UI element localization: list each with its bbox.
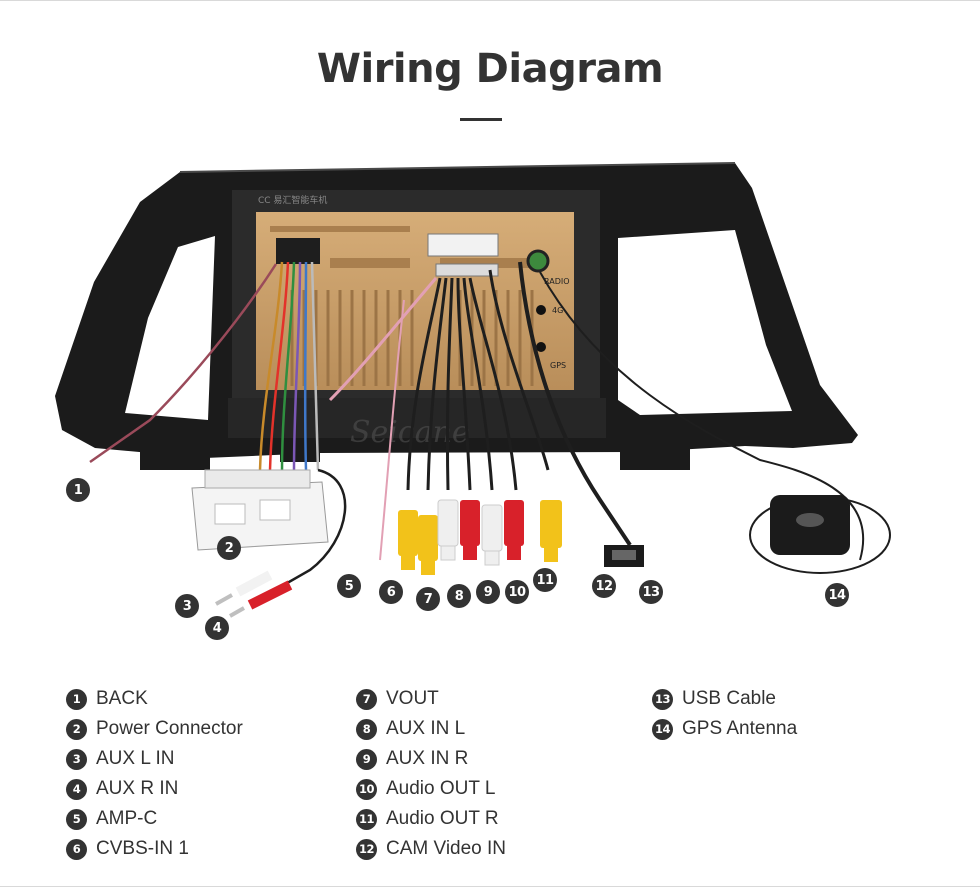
callout-9: 9 bbox=[476, 580, 500, 604]
legend-item: 1 BACK bbox=[66, 684, 243, 714]
gps-antenna bbox=[749, 495, 891, 574]
4g-port bbox=[536, 305, 546, 315]
legend-label: AUX L IN bbox=[96, 748, 175, 769]
rca-harness-wires bbox=[328, 261, 864, 561]
legend-item: 14 GPS Antenna bbox=[652, 714, 797, 744]
legend-item: 12 CAM Video IN bbox=[356, 834, 506, 864]
legend-number: 6 bbox=[66, 838, 87, 860]
port-label-radio: RADIO bbox=[544, 277, 570, 286]
callout-8: 8 bbox=[447, 584, 471, 608]
title-underline bbox=[460, 118, 502, 121]
legend-label: AMP-C bbox=[96, 808, 158, 829]
legend-item: 3 AUX L IN bbox=[66, 744, 243, 774]
legend-item: 2 Power Connector bbox=[66, 714, 243, 744]
legend-label: Power Connector bbox=[96, 718, 243, 739]
legend-label: Audio OUT R bbox=[386, 808, 499, 829]
callout-3: 3 bbox=[175, 594, 199, 618]
legend-label: BACK bbox=[96, 688, 148, 709]
legend-number: 14 bbox=[652, 718, 673, 740]
legend-number: 13 bbox=[652, 688, 673, 710]
legend-number: 11 bbox=[356, 808, 377, 830]
board-vents bbox=[270, 226, 530, 268]
legend-number: 1 bbox=[66, 688, 87, 710]
legend-item: 5 AMP-C bbox=[66, 804, 243, 834]
port-label-gps: GPS bbox=[550, 361, 566, 370]
legend-label: AUX IN R bbox=[386, 748, 469, 769]
legend-item: 4 AUX R IN bbox=[66, 774, 243, 804]
legend-number: 5 bbox=[66, 808, 87, 830]
legend-number: 8 bbox=[356, 718, 377, 740]
legend-item: 9 AUX IN R bbox=[356, 744, 506, 774]
callout-4: 4 bbox=[205, 616, 229, 640]
legend-column-3: 13 USB Cable 14 GPS Antenna bbox=[652, 684, 797, 744]
aux-in-plugs bbox=[215, 570, 293, 618]
bottom-divider bbox=[0, 886, 980, 887]
page-title: Wiring Diagram bbox=[316, 46, 664, 92]
callout-1: 1 bbox=[66, 478, 90, 502]
legend-label: AUX R IN bbox=[96, 778, 179, 799]
legend-item: 8 AUX IN L bbox=[356, 714, 506, 744]
power-socket bbox=[276, 238, 320, 264]
callout-13: 13 bbox=[639, 580, 663, 604]
legend-label: CAM Video IN bbox=[386, 838, 507, 859]
callout-6: 6 bbox=[379, 580, 403, 604]
legend-label: Audio OUT L bbox=[386, 778, 496, 799]
legend-number: 7 bbox=[356, 688, 377, 710]
radio-antenna-port bbox=[526, 249, 550, 273]
power-connector bbox=[191, 469, 329, 551]
legend-number: 4 bbox=[66, 778, 87, 800]
legend-label: VOUT bbox=[386, 688, 439, 709]
usb-connector bbox=[604, 543, 644, 567]
callout-11: 11 bbox=[533, 568, 557, 592]
callout-12: 12 bbox=[592, 574, 616, 598]
legend-label: USB Cable bbox=[682, 688, 776, 709]
legend-item: 13 USB Cable bbox=[652, 684, 797, 714]
mount-brackets bbox=[140, 438, 690, 470]
power-wires bbox=[89, 261, 320, 471]
legend-number: 3 bbox=[66, 748, 87, 770]
legend-item: 6 CVBS-IN 1 bbox=[66, 834, 243, 864]
housing-header-text: CC 易汇智能车机 bbox=[258, 194, 327, 206]
legend-column-1: 1 BACK 2 Power Connector 3 AUX L IN 4 AUX R … bbox=[66, 684, 243, 864]
callout-5: 5 bbox=[337, 574, 361, 598]
legend-item: 7 VOUT bbox=[356, 684, 506, 714]
gps-port bbox=[536, 342, 546, 352]
top-divider bbox=[0, 0, 980, 1]
bezel-highlight bbox=[179, 162, 736, 173]
legend-number: 10 bbox=[356, 778, 377, 800]
port-label-4g: 4G bbox=[552, 306, 563, 315]
legend-label: AUX IN L bbox=[386, 718, 466, 739]
legend-number: 2 bbox=[66, 718, 87, 740]
legend-number: 12 bbox=[356, 838, 377, 860]
callout-7: 7 bbox=[416, 587, 440, 611]
callout-2: 2 bbox=[217, 536, 241, 560]
rca-plug-group bbox=[398, 499, 562, 575]
legend-label: GPS Antenna bbox=[682, 718, 798, 739]
callout-14: 14 bbox=[825, 583, 849, 607]
wiring-diagram: CC 易汇智能车机 RADIO 4G GPS Seicane bbox=[55, 162, 891, 618]
legend-label: CVBS-IN 1 bbox=[96, 838, 189, 859]
callout-10: 10 bbox=[505, 580, 529, 604]
legend-item: 11 Audio OUT R bbox=[356, 804, 506, 834]
harness-socket bbox=[427, 233, 499, 257]
legend-number: 9 bbox=[356, 748, 377, 770]
legend-item: 10 Audio OUT L bbox=[356, 774, 506, 804]
